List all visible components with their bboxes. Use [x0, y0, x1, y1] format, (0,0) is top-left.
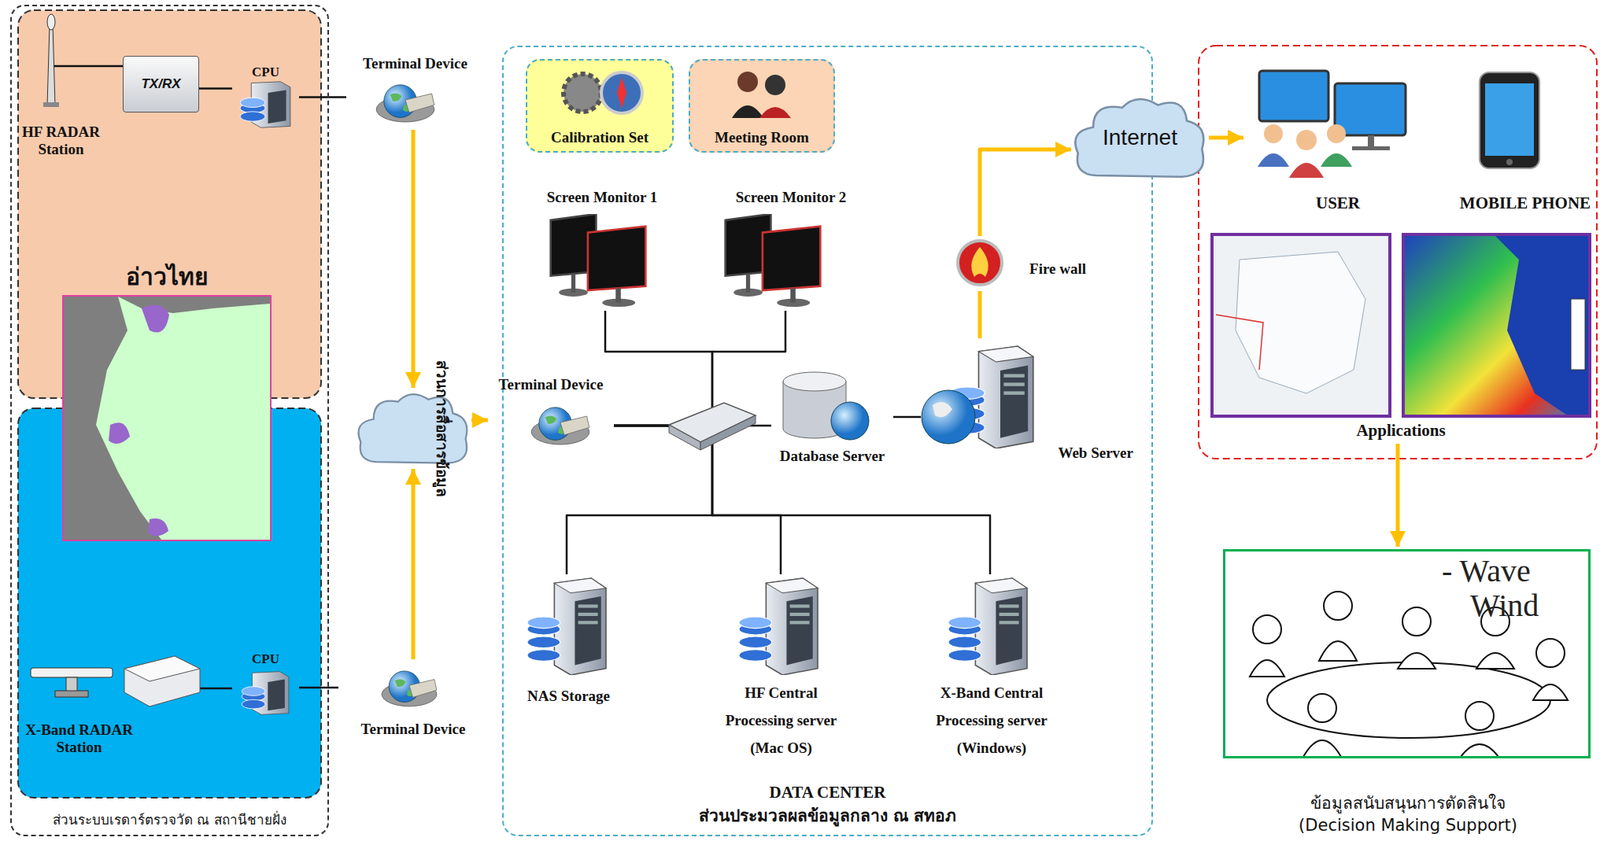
network-wire: [299, 96, 347, 99]
node-label: NAS Storage: [527, 687, 610, 706]
node-box: MOBILE PHONE: [1455, 62, 1597, 217]
data-flow-arrow: [1396, 443, 1401, 547]
node-box: Meeting Room: [688, 59, 836, 153]
node-label: TX/RX: [140, 76, 181, 93]
data-flow-arrow: [979, 149, 1072, 237]
node-box: Terminal Device: [338, 659, 488, 742]
network-wire: [199, 87, 233, 90]
node-label: Internet: [1102, 125, 1178, 151]
node-box: Terminal Device: [346, 55, 485, 130]
node-box: ส่วนระบบเรดาร์ตรวจวัด ณ สถานีชายฝั่ง HF R…: [10, 4, 329, 837]
network-wire: [613, 425, 991, 575]
network-wire: [566, 425, 713, 575]
node-label: Screen Monitor 1: [546, 188, 658, 207]
node-box: ข้อมูลสนับสนุนการตัดสินใจ(Decision Makin…: [1219, 546, 1597, 839]
node-box: Applications: [1208, 229, 1594, 444]
data-flow-arrow: [1208, 136, 1244, 141]
node-box: CPU: [232, 64, 300, 130]
node-box: NAS Storage: [503, 574, 634, 709]
network-wire: [613, 425, 781, 575]
node-label: CPU: [251, 651, 280, 668]
node-label: ส่วนประมวลผลข้อมูลกลาง ณ สทอภ: [698, 802, 958, 829]
node-label: Applications: [1356, 421, 1445, 441]
node-label: MOBILE PHONE: [1459, 193, 1591, 214]
node-box: Screen Monitor 2: [708, 188, 874, 311]
network-wire: [605, 310, 713, 426]
network-wire: [613, 310, 786, 426]
node-box: Fire wall: [948, 236, 1087, 292]
node-box: USER: [1243, 62, 1433, 217]
node-label: Meeting Room: [714, 129, 810, 147]
node-label: Calibration Set: [550, 129, 649, 147]
cloud-node: ส่วนการสื่อสารข้อมูล: [354, 387, 472, 470]
node-label: HF RADAR Station: [18, 123, 105, 159]
node-label: อ่าวไทย: [125, 258, 209, 296]
cartoon-text: - Wave: [1441, 552, 1531, 590]
node-box: HF RADAR Station: [11, 15, 111, 162]
node-label: Terminal Device: [361, 720, 466, 739]
data-flow-arrow: [978, 291, 983, 339]
node-box: Web Server: [920, 338, 1134, 469]
node-label: DATA CENTER: [769, 783, 887, 803]
node-box: Calibration Set: [525, 59, 674, 153]
node-label: (Decision Making Support): [1298, 816, 1518, 836]
node-label: Web Server: [1057, 444, 1134, 462]
cartoon-text: Wind: [1470, 587, 1539, 625]
node-label: X-Band RADAR Station: [20, 721, 139, 757]
node-box: HF Central Processing server (Mac OS): [704, 574, 858, 765]
node-label: Screen Monitor 2: [735, 188, 847, 207]
node-label: ส่วนการสื่อสารข้อมูล: [430, 360, 455, 498]
network-wire: [299, 687, 339, 690]
data-flow-arrow: [411, 469, 416, 660]
node-label: Database Server: [779, 447, 886, 466]
node-label: ส่วนระบบเรดาร์ตรวจวัด ณ สถานีชายฝั่ง: [52, 809, 287, 831]
node-box: DATA CENTERส่วนประมวลผลข้อมูลกลาง ณ สทอภ…: [502, 45, 1153, 837]
node-box: อ่าวไทย: [62, 258, 271, 541]
node-label: X-Band Central Processing server (Window…: [923, 679, 1061, 762]
node-box: X-Band Central Processing server (Window…: [897, 574, 1087, 765]
cloud-node: Internet: [1071, 92, 1209, 184]
node-label: Terminal Device: [362, 55, 468, 73]
node-label: ข้อมูลสนับสนุนการตัดสินใจ: [1310, 790, 1506, 817]
node-label: Fire wall: [1029, 260, 1087, 278]
node-label: Terminal Device: [498, 376, 604, 394]
data-flow-arrow: [411, 129, 416, 388]
node-label: USER: [1315, 193, 1360, 214]
decision-frame: [1223, 549, 1591, 759]
node-box: Terminal Device: [487, 376, 614, 453]
node-label: HF Central Processing server (Mac OS): [712, 679, 850, 762]
data-flow-arrow: [471, 418, 488, 423]
node-box: TX/RX: [122, 55, 200, 113]
node-box: Database Server: [771, 365, 894, 469]
network-wire: [893, 416, 921, 419]
cloud-shape: [354, 387, 472, 470]
node-box: CPU: [232, 651, 300, 717]
node-label: CPU: [251, 64, 280, 81]
node-box: X-Band RADAR Station: [14, 661, 145, 760]
node-box: Screen Monitor 1: [519, 188, 685, 311]
